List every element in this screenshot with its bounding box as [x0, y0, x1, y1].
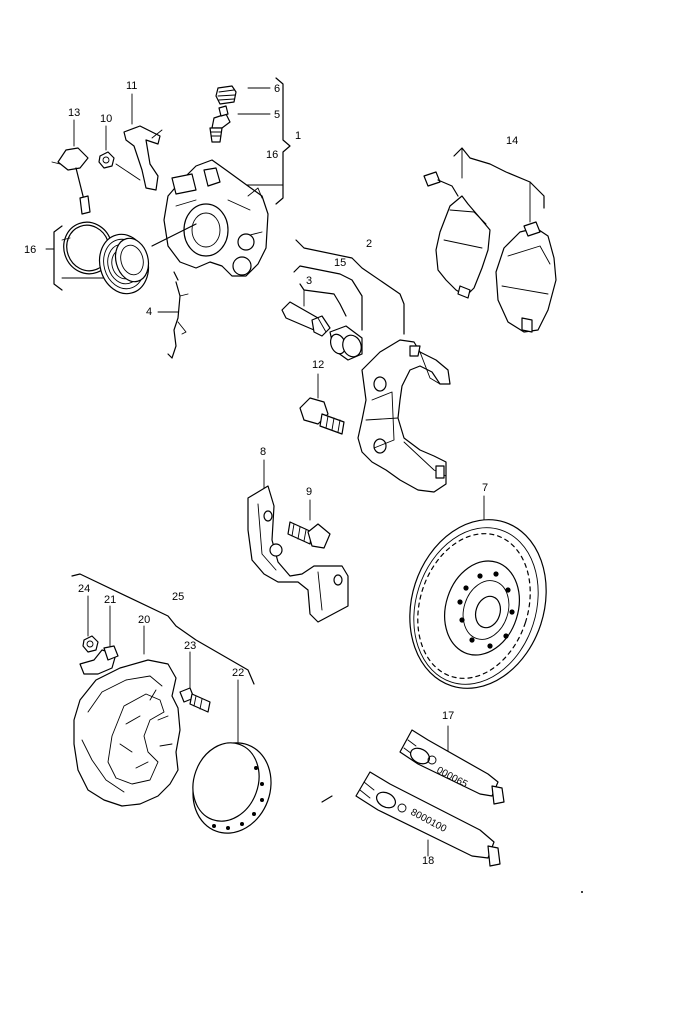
stray-mark — [321, 795, 333, 803]
caliper-housing-part — [151, 159, 269, 277]
label-8: 8 — [260, 446, 266, 458]
label-23: 23 — [184, 640, 196, 652]
label-6: 6 — [274, 83, 280, 95]
label-15: 15 — [334, 257, 346, 269]
label-2: 2 — [366, 238, 372, 250]
bleeder-valve-part — [209, 105, 231, 143]
sensor-ring-part — [192, 742, 272, 834]
guide-pin-part — [281, 301, 331, 337]
label-4: 4 — [146, 306, 152, 318]
label-1: 1 — [295, 130, 301, 142]
brake-disc-part — [409, 495, 547, 689]
spring-clip-part — [157, 271, 189, 359]
carrier-bolt-part — [299, 373, 345, 435]
label-22: 22 — [232, 667, 244, 679]
label-21: 21 — [104, 594, 116, 606]
label-16-right: 16 — [266, 149, 278, 161]
seal-ring-part — [45, 221, 113, 291]
label-11: 11 — [126, 80, 137, 92]
label-3: 3 — [306, 275, 312, 287]
grease-tube-18-part: 8000100 — [355, 771, 501, 867]
label-13: 13 — [68, 107, 80, 119]
label-7: 7 — [482, 482, 488, 494]
piston-boot-part — [98, 233, 150, 295]
label-12: 12 — [312, 359, 324, 371]
label-20: 20 — [138, 614, 150, 626]
screw-part-23 — [179, 687, 211, 713]
callout-labels: 6 5 1 16 11 13 10 16 4 14 2 15 3 12 8 9 … — [24, 80, 518, 867]
bracket-group-2 — [293, 239, 405, 335]
label-5: 5 — [274, 109, 280, 121]
bleeder-cap-part — [215, 85, 237, 105]
bracket-group-25 — [71, 573, 255, 743]
label-25: 25 — [172, 591, 184, 603]
nut-part-24 — [82, 635, 99, 653]
clip-part-21 — [79, 645, 119, 675]
label-24: 24 — [78, 583, 90, 595]
grease-tube-17-part: 000065 — [399, 725, 505, 805]
clip-bracket-part — [123, 93, 163, 191]
label-9: 9 — [306, 486, 312, 498]
bolt-part-9 — [287, 499, 331, 549]
label-10: 10 — [100, 113, 112, 125]
caliper-carrier-part — [357, 339, 451, 493]
label-17: 17 — [442, 710, 454, 722]
nut-part — [98, 125, 141, 181]
bracket-plate-part — [247, 459, 349, 623]
splash-shield-part — [73, 659, 181, 807]
stray-dot — [581, 891, 583, 893]
brake-pads-part — [423, 147, 557, 333]
label-18: 18 — [422, 855, 434, 867]
label-16-left: 16 — [24, 244, 36, 256]
bushing-part — [329, 325, 363, 361]
wear-sensor-part — [51, 119, 91, 215]
label-14: 14 — [506, 135, 518, 147]
